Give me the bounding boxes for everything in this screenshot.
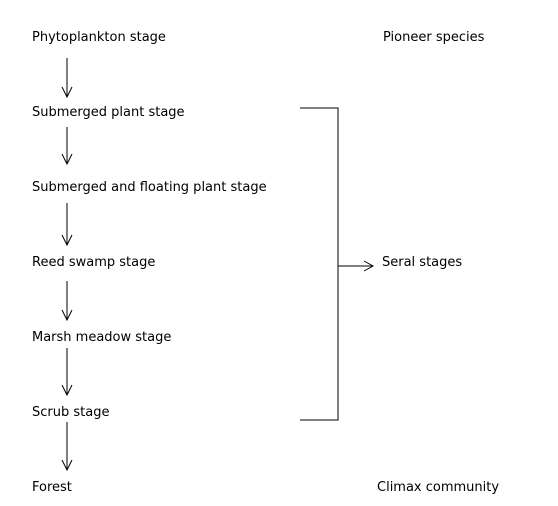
label-seral-stages: Seral stages (382, 255, 463, 270)
arrow-1 (61, 58, 73, 99)
stage-phytoplankton: Phytoplankton stage (32, 30, 166, 45)
arrow-4 (61, 281, 73, 322)
arrow-2 (61, 127, 73, 166)
arrow-6 (61, 422, 73, 472)
stage-marsh-meadow: Marsh meadow stage (32, 330, 172, 345)
stage-submerged-floating: Submerged and floating plant stage (32, 180, 267, 195)
seral-arrow (338, 260, 375, 272)
stage-scrub: Scrub stage (32, 405, 110, 420)
stage-reed-swamp: Reed swamp stage (32, 255, 156, 270)
label-pioneer-species: Pioneer species (383, 30, 485, 45)
arrow-3 (61, 203, 73, 247)
arrow-5 (61, 348, 73, 397)
stage-submerged-plant: Submerged plant stage (32, 105, 185, 120)
seral-bracket (300, 107, 339, 421)
stage-forest: Forest (32, 480, 72, 495)
label-climax-community: Climax community (377, 480, 500, 495)
